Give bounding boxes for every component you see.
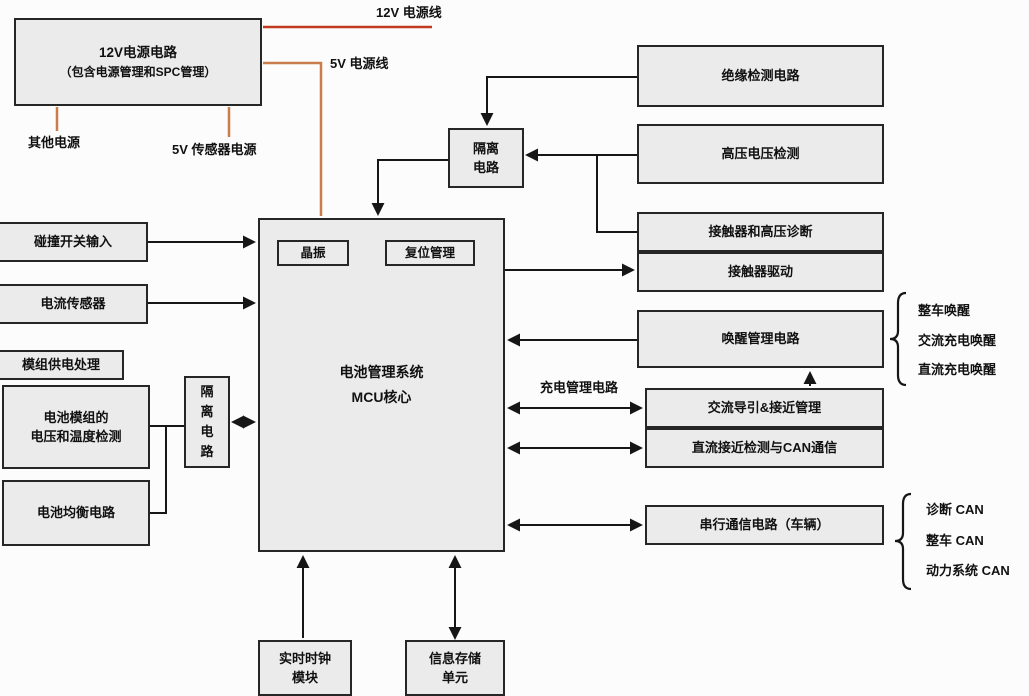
line-5v-power	[263, 61, 323, 216]
box-wakeup-mgmt-label: 唤醒管理电路	[721, 331, 800, 347]
box-module-power-header-label: 模组供电处理	[21, 357, 100, 373]
box-isolation-left-label: 隔 离 电 路	[200, 383, 214, 460]
box-hv-detect: 高压电压检测	[637, 124, 884, 184]
label-vehicle-can: 整车 CAN	[926, 533, 984, 548]
box-current-sensor: 电流传感器	[0, 284, 148, 324]
box-contactor-diag-label: 接触器和高压诊断	[708, 224, 813, 240]
box-12v-power-title: 12V电源电路	[98, 44, 178, 60]
box-insulation-detect-label: 绝缘检测电路	[721, 68, 800, 84]
box-isolation-left: 隔 离 电 路	[184, 376, 230, 468]
box-isolation-top-label: 隔离 电路	[472, 140, 499, 176]
box-battery-module-detect-label: 电池模组的 电压和温度检测	[30, 409, 122, 445]
box-collision-input: 碰撞开关输入	[0, 222, 148, 262]
box-isolation-top: 隔离 电路	[448, 128, 524, 188]
brace-wakeup-icon	[889, 291, 907, 387]
box-module-power-header: 模组供电处理	[0, 350, 124, 380]
box-serial-comm: 串行通信电路（车辆）	[645, 505, 884, 545]
label-vehicle-wake: 整车唤醒	[918, 303, 971, 318]
box-crystal-osc: 晶振	[277, 240, 349, 266]
box-ac-guide: 交流导引&接近管理	[645, 388, 884, 428]
box-contactor-drive-label: 接触器驱动	[727, 264, 793, 280]
box-dc-detect-can-label: 直流接近检测与CAN通信	[691, 440, 838, 456]
box-current-sensor-label: 电流传感器	[40, 296, 106, 312]
box-12v-power: 12V电源电路 （包含电源管理和SPC管理）	[14, 18, 262, 106]
box-rtc-module-label: 实时时钟 模块	[278, 650, 331, 686]
box-info-storage-label: 信息存储 单元	[428, 650, 481, 686]
box-contactor-drive: 接触器驱动	[637, 252, 884, 292]
box-battery-balance-label: 电池均衡电路	[36, 505, 115, 521]
box-wakeup-mgmt: 唤醒管理电路	[637, 310, 884, 368]
arrow-isolation-top-to-mcu	[371, 159, 448, 216]
box-mcu-core-label: 电池管理系统 MCU核心	[339, 363, 424, 405]
box-battery-balance: 电池均衡电路	[2, 480, 150, 546]
box-rtc-module: 实时时钟 模块	[258, 640, 352, 696]
box-battery-module-detect: 电池模组的 电压和温度检测	[2, 385, 150, 469]
label-other-power: 其他电源	[28, 135, 81, 150]
box-collision-input-label: 碰撞开关输入	[33, 234, 112, 250]
label-diag-can: 诊断 CAN	[926, 502, 984, 517]
box-mcu-core: 晶振 复位管理 电池管理系统 MCU核心	[258, 218, 505, 552]
label-powertrain-can: 动力系统 CAN	[926, 563, 1010, 578]
label-ac-charge-wake: 交流充电唤醒	[918, 333, 997, 348]
label-12v-power-line: 12V 电源线	[376, 5, 442, 20]
label-dc-charge-wake: 直流充电唤醒	[918, 362, 997, 377]
box-12v-power-subtitle: （包含电源管理和SPC管理）	[59, 65, 217, 80]
label-5v-sensor-power: 5V 传感器电源	[172, 142, 257, 157]
box-info-storage: 信息存储 单元	[405, 640, 505, 696]
box-dc-detect-can: 直流接近检测与CAN通信	[645, 428, 884, 468]
label-5v-power-line: 5V 电源线	[330, 56, 389, 71]
box-reset-mgmt-label: 复位管理	[404, 245, 455, 260]
line-battery-balance-bus	[150, 426, 167, 514]
line-contactor-diag-join	[596, 155, 637, 233]
box-contactor-diag: 接触器和高压诊断	[637, 212, 884, 252]
label-charge-mgmt: 充电管理电路	[540, 380, 619, 395]
arrow-insulation-to-isolation-top	[480, 76, 637, 126]
box-crystal-osc-label: 晶振	[300, 245, 326, 260]
box-reset-mgmt: 复位管理	[385, 240, 475, 266]
box-serial-comm-label: 串行通信电路（车辆）	[699, 517, 830, 533]
box-ac-guide-label: 交流导引&接近管理	[707, 400, 822, 416]
box-insulation-detect: 绝缘检测电路	[637, 45, 884, 107]
brace-can-icon	[894, 492, 912, 591]
box-hv-detect-label: 高压电压检测	[721, 146, 800, 162]
